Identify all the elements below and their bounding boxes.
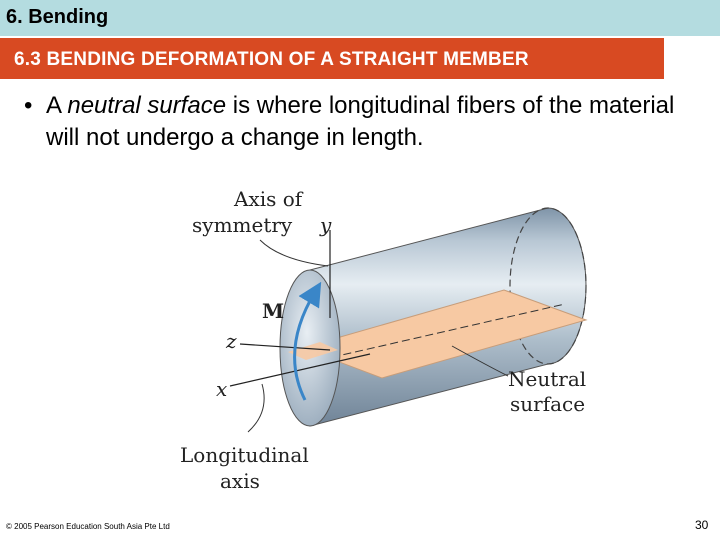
z-axis <box>239 343 331 351</box>
axis-symmetry-label-line2: symmetry <box>192 213 293 237</box>
section-title: 6.3 BENDING DEFORMATION OF A STRAIGHT ME… <box>14 49 529 70</box>
longitudinal-leader <box>247 383 265 433</box>
cylinder-figure: Axis of symmetry y M z x Neutral surface… <box>170 180 600 500</box>
neutral-surface-leader <box>451 345 509 377</box>
neutral-surface <box>300 289 588 379</box>
longitudinal-axis-label-line2: axis <box>220 469 260 493</box>
bullet-prefix: A <box>46 92 68 119</box>
bullet-text: A neutral surface is where longitudinal … <box>46 90 696 154</box>
z-axis-label: z <box>225 329 237 353</box>
neutral-surface-cap <box>288 342 338 360</box>
moment-arrow <box>293 281 322 401</box>
cylinder-diagram: Axis of symmetry y M z x Neutral surface… <box>180 187 588 493</box>
bullet-emphasis: neutral surface <box>67 92 227 119</box>
chapter-title: 6. Bending <box>6 6 109 28</box>
y-axis-label: y <box>319 213 332 237</box>
moment-label: M <box>262 299 284 323</box>
title-bar: 6. Bending <box>0 0 720 36</box>
neutral-surface-label-line2: surface <box>510 392 585 416</box>
page-number: 30 <box>695 518 709 532</box>
longitudinal-axis-label-line1: Longitudinal <box>180 443 309 467</box>
axis-symmetry-leader <box>259 239 329 267</box>
bullet-suffix: is where longitudinal fibers of the mate… <box>46 92 675 151</box>
section-banner: 6.3 BENDING DEFORMATION OF A STRAIGHT ME… <box>0 38 664 79</box>
x-axis-label: x <box>216 377 227 401</box>
bullet-dot: • <box>24 92 33 119</box>
x-axis <box>229 353 371 387</box>
neutral-axis-line <box>319 303 566 361</box>
copyright-notice: © 2005 Pearson Education South Asia Pte … <box>6 522 170 531</box>
far-end-outline <box>509 207 587 365</box>
axis-symmetry-label-line1: Axis of <box>233 187 304 211</box>
neutral-surface-label-line1: Neutral <box>508 367 586 391</box>
section-bar: 6.3 BENDING DEFORMATION OF A STRAIGHT ME… <box>0 36 720 84</box>
